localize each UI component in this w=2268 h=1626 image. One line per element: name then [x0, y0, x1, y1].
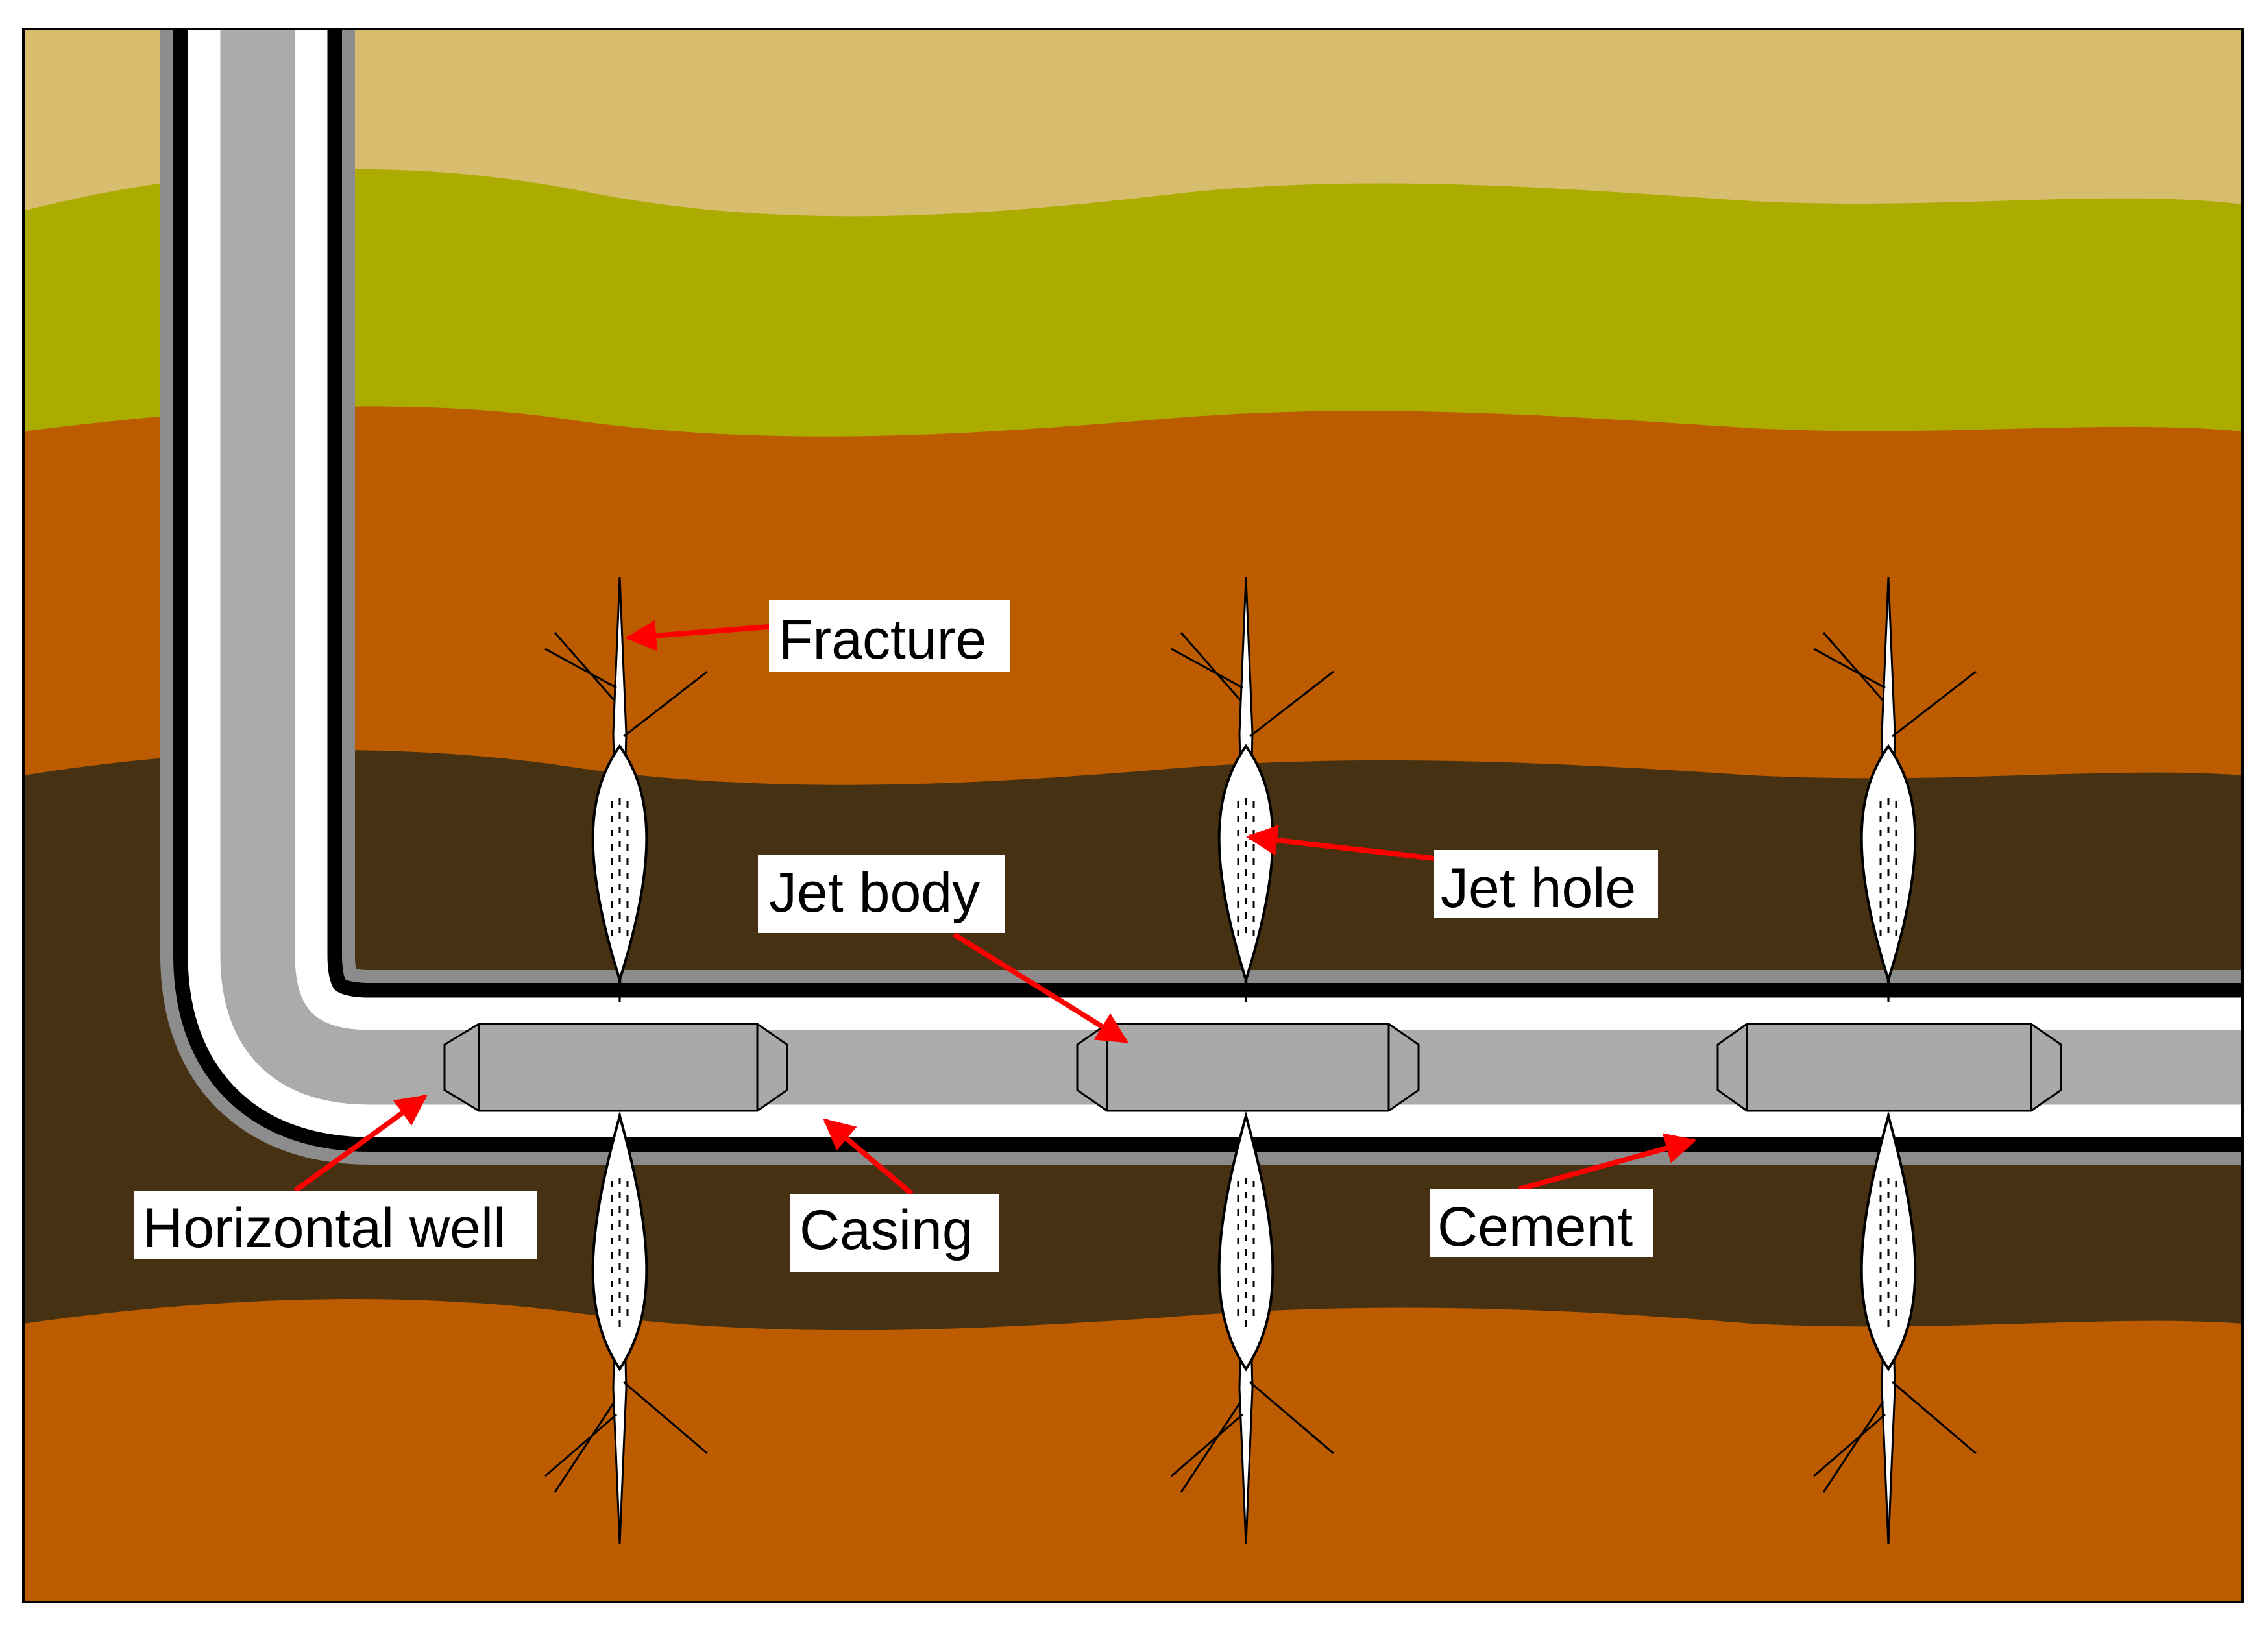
label-fracture-text: Fracture: [779, 609, 986, 671]
jet-body-2: [1076, 1023, 1420, 1112]
fracture-lower: [1171, 1111, 1334, 1545]
jet-body-arrow: [952, 932, 1129, 1044]
fracture-lower: [544, 1111, 708, 1545]
annotation-arrows: [293, 620, 1697, 1196]
well-assembly: [160, 29, 2243, 1165]
label-horizontal-well: Horizontal well: [134, 1191, 537, 1259]
label-jet-hole-text: Jet hole: [1441, 857, 1636, 919]
fracture-arrow: [625, 620, 770, 651]
label-cement: Cement: [1430, 1189, 1653, 1258]
label-cement-text: Cement: [1437, 1196, 1633, 1258]
fracture-upper: [1813, 577, 1977, 1003]
diagram-frame: [22, 28, 2244, 1603]
jet-tools: [443, 1023, 2062, 1112]
label-jet-hole: Jet hole: [1434, 850, 1658, 919]
jet-body-3: [1716, 1023, 2062, 1112]
cement-arrow: [1517, 1133, 1697, 1192]
tubing-string: [220, 29, 2243, 1105]
label-casing-text: Casing: [799, 1199, 973, 1261]
fracture-stage-3: [1813, 577, 1977, 1545]
rock-layers: [23, 29, 2243, 1602]
fracture-upper: [544, 577, 708, 1003]
layer-bottom-orange: [23, 1299, 2243, 1602]
label-fracture: Fracture: [769, 600, 1010, 672]
label-jet-body-text: Jet body: [769, 862, 980, 924]
jet-body-1: [443, 1023, 788, 1112]
fracture-lower: [1813, 1111, 1977, 1545]
casing-arrow: [823, 1118, 914, 1196]
horizontal-well-arrow: [293, 1094, 428, 1193]
fracture-stage-2: [1171, 577, 1334, 1545]
jet-hole-arrow: [1246, 825, 1435, 861]
fracture-stage-1: [544, 577, 708, 1545]
label-horizontal-well-text: Horizontal well: [143, 1197, 506, 1259]
label-casing: Casing: [790, 1194, 999, 1272]
fracture-upper: [1171, 577, 1334, 1003]
label-jet-body: Jet body: [758, 855, 1005, 933]
